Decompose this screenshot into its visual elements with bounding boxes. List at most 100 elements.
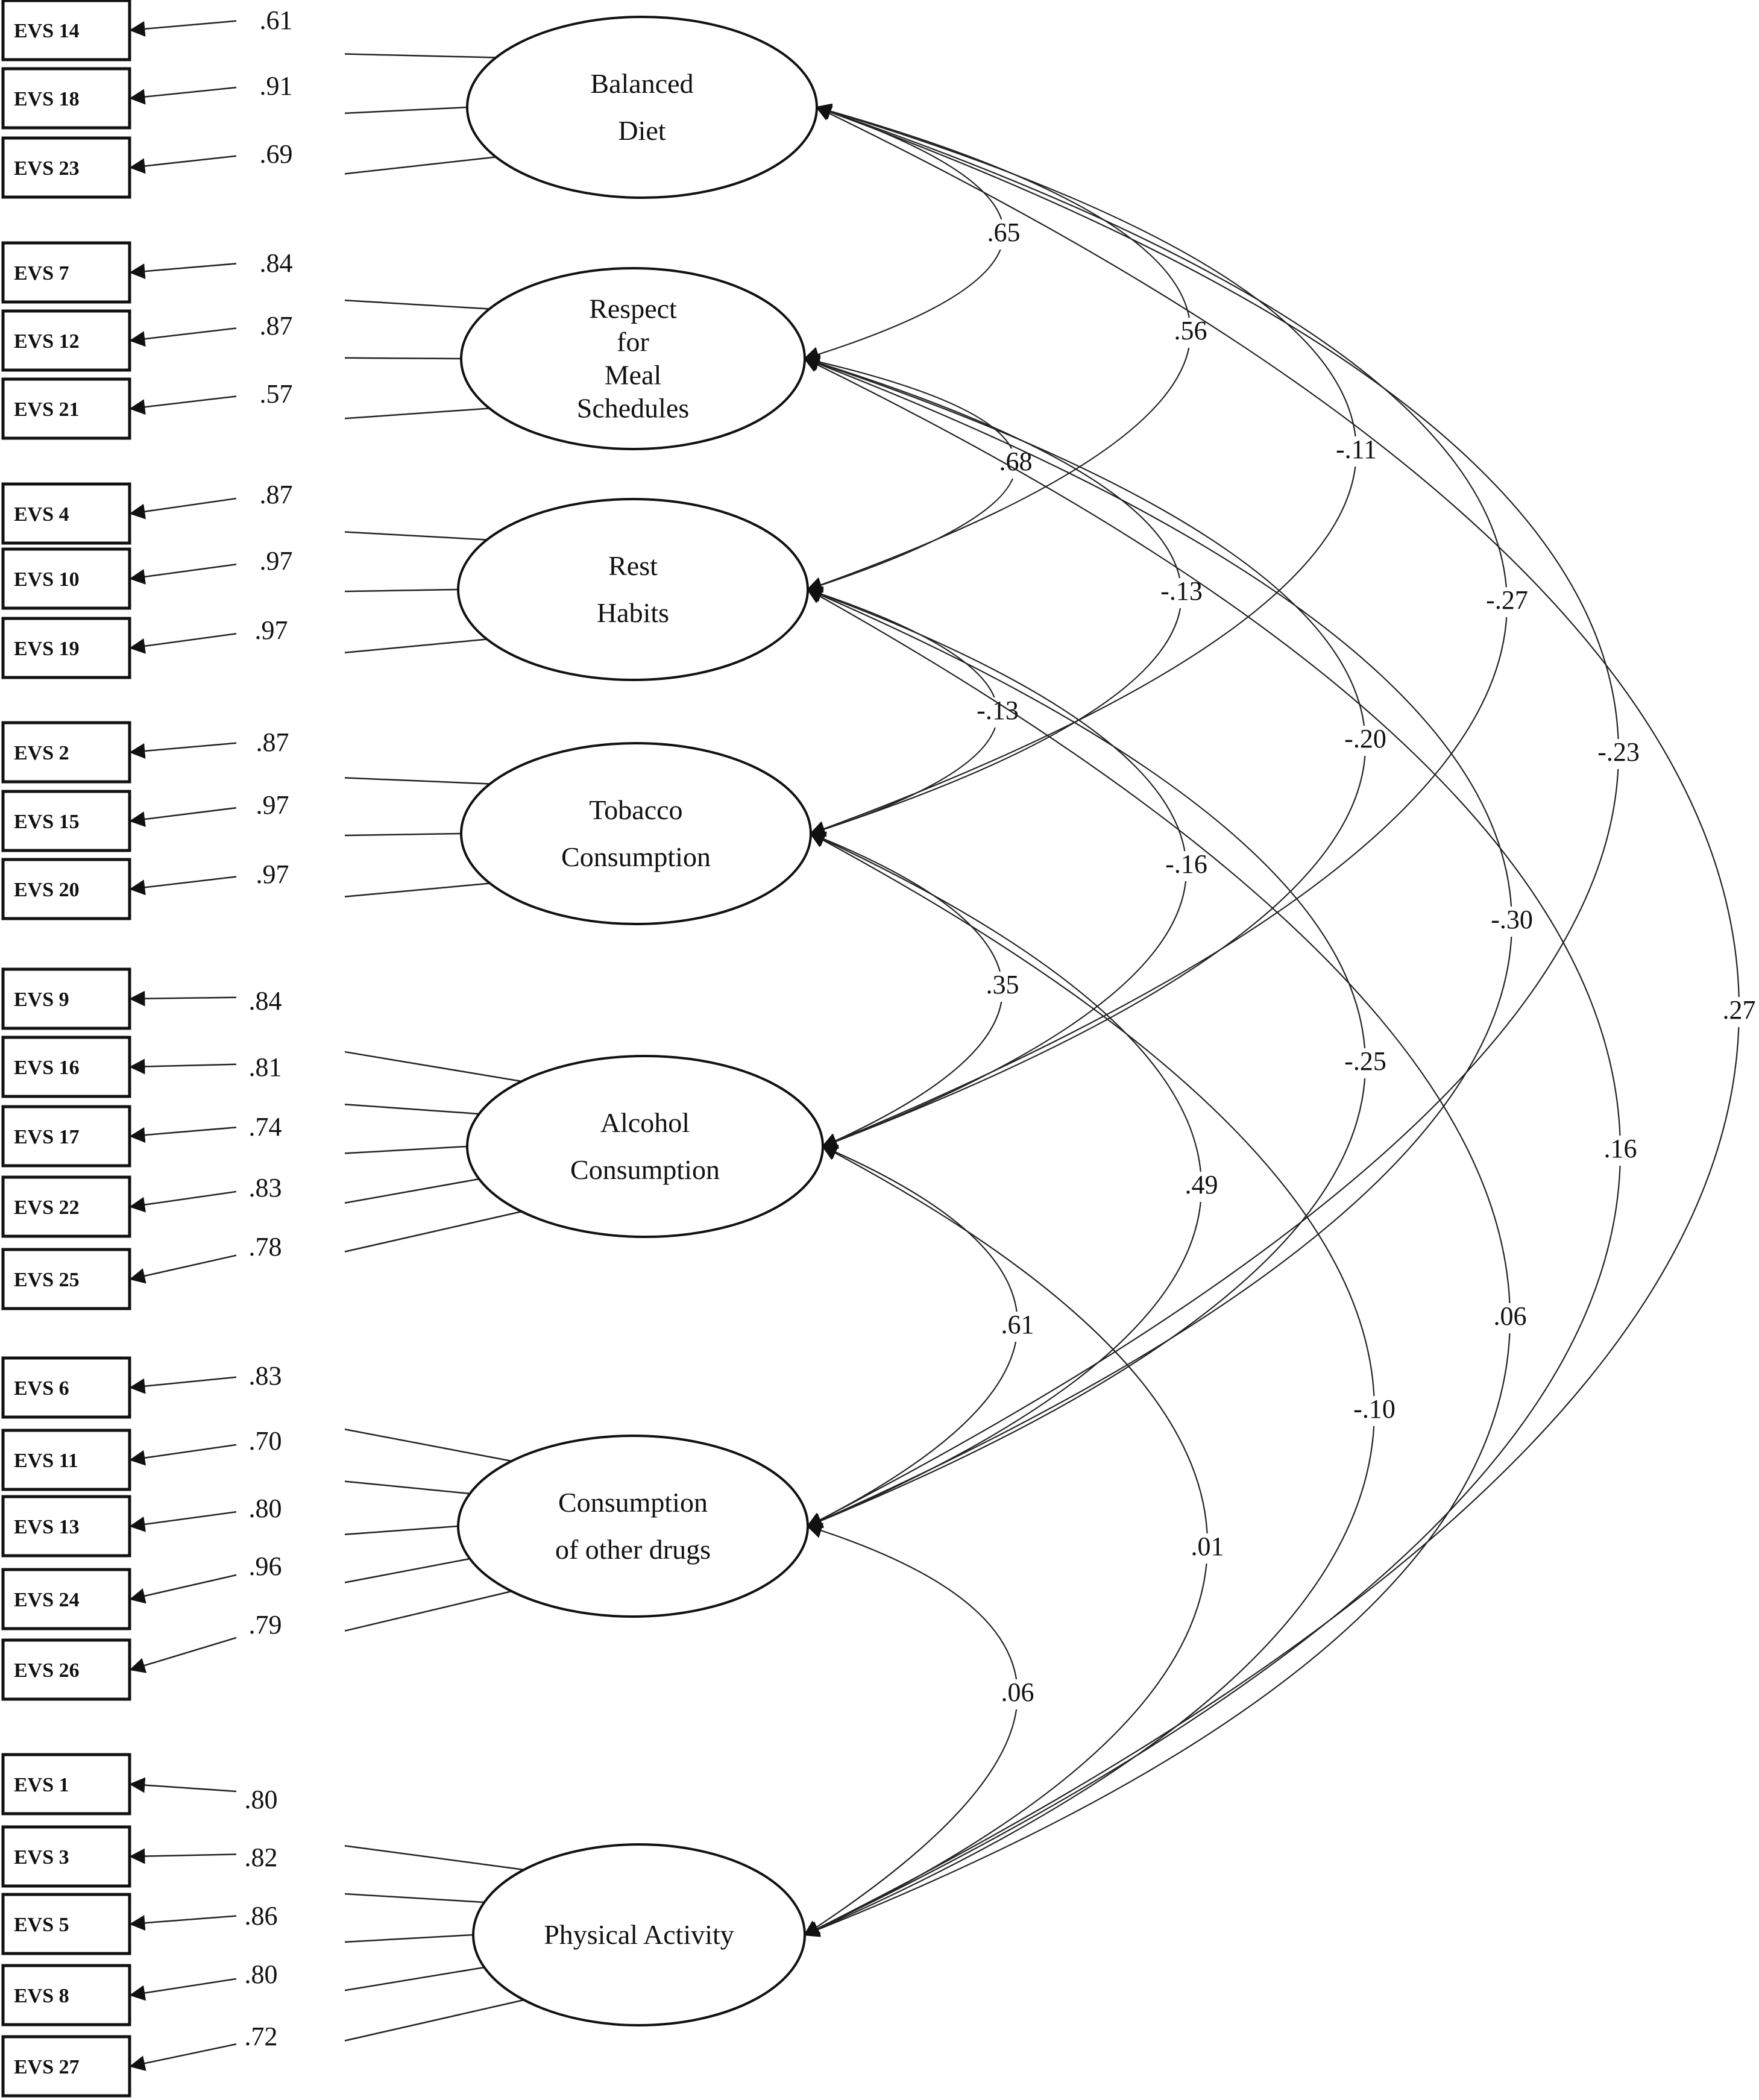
factor-label: Meal xyxy=(605,360,662,391)
loading-value: .57 xyxy=(260,379,293,409)
correlation-label-background xyxy=(1484,907,1540,937)
correlation-arc xyxy=(806,1145,1019,1527)
correlation-value: -.13 xyxy=(1160,576,1203,606)
observed-item: EVS 10 xyxy=(1,547,131,610)
loading-value: .97 xyxy=(256,790,289,820)
correlation-arc xyxy=(803,356,1513,1528)
loading-path xyxy=(344,357,462,360)
loading-path xyxy=(344,1178,479,1204)
loading-value: .97 xyxy=(256,860,289,889)
correlation-arc xyxy=(803,355,1182,837)
observed-item: EVS 13 xyxy=(1,1495,131,1558)
loading-value: .80 xyxy=(245,1785,278,1814)
loading-path xyxy=(344,1480,470,1495)
item-box xyxy=(1,1495,131,1558)
correlation-value: .01 xyxy=(1191,1532,1224,1561)
item-box xyxy=(1,967,131,1030)
item-label: EVS 12 xyxy=(14,330,80,353)
correlation-label-background xyxy=(1482,1303,1538,1333)
loading-value: .84 xyxy=(260,248,293,278)
item-label: EVS 4 xyxy=(14,503,69,526)
item-label: EVS 7 xyxy=(14,262,69,285)
loading-value: .96 xyxy=(249,1551,282,1581)
loading-path xyxy=(344,1210,522,1253)
item-box xyxy=(1,1036,131,1098)
loading-value: .79 xyxy=(249,1610,282,1639)
item-label: EVS 26 xyxy=(14,1659,80,1682)
factor-label: Diet xyxy=(618,115,666,146)
factor-label: Alcohol xyxy=(600,1107,690,1138)
loading-value: .84 xyxy=(249,986,282,1016)
factor-ellipse xyxy=(460,267,806,450)
item-label: EVS 16 xyxy=(14,1057,80,1079)
observed-item: EVS 17 xyxy=(1,1105,131,1168)
item-label: EVS 21 xyxy=(14,398,80,421)
correlation-value: -.10 xyxy=(1353,1394,1396,1424)
correlation-value: -.30 xyxy=(1491,905,1533,934)
factor-label: Habits xyxy=(597,597,669,628)
loading-value: .81 xyxy=(249,1052,282,1082)
correlation-value: .56 xyxy=(1174,316,1207,345)
loading-arrow xyxy=(129,1190,237,1213)
loading-path xyxy=(344,1525,459,1535)
loading-arrow xyxy=(129,806,237,828)
correlation-arc xyxy=(806,588,1366,1529)
correlation-arc xyxy=(806,586,1188,1149)
loading-arrow xyxy=(129,327,237,347)
correlation-value: -.23 xyxy=(1597,737,1640,767)
correlation-label-background xyxy=(1180,1533,1235,1564)
observed-item: EVS 12 xyxy=(1,309,131,372)
loading-value: .82 xyxy=(245,1843,278,1872)
correlation-value: .65 xyxy=(987,218,1021,247)
observed-item: EVS 18 xyxy=(1,67,131,130)
loading-arrow xyxy=(129,1978,237,2001)
loading-path xyxy=(344,1844,524,1871)
correlation-label-background xyxy=(988,448,1043,479)
correlation-arc xyxy=(803,354,1017,593)
item-box xyxy=(1,790,131,852)
correlation-arc xyxy=(803,356,1367,1149)
item-label: EVS 2 xyxy=(14,742,69,764)
observed-item: EVS 5 xyxy=(1,1893,131,1955)
observed-item: EVS 19 xyxy=(1,617,131,679)
factor-loadings: .61.91.69.84.87.57.87.97.97.87.97.97.84.… xyxy=(129,5,524,2071)
loading-arrow xyxy=(129,633,237,654)
correlation-arc xyxy=(806,586,999,837)
loading-path xyxy=(344,1999,524,2042)
item-box xyxy=(1,1175,131,1238)
loading-path xyxy=(344,1893,485,1904)
factor-label: Tobacco xyxy=(589,794,682,825)
observed-item: EVS 7 xyxy=(1,241,131,304)
item-box xyxy=(1,377,131,440)
correlation-label-background xyxy=(1479,587,1535,617)
loading-arrow xyxy=(129,990,237,1007)
observed-item: EVS 9 xyxy=(1,967,131,1030)
observed-item: EVS 25 xyxy=(1,1248,131,1310)
item-label: EVS 5 xyxy=(14,1914,69,1936)
loading-value: .97 xyxy=(255,615,288,645)
factor-label: Consumption xyxy=(561,841,711,872)
loading-value: .86 xyxy=(245,1901,278,1931)
loading-path xyxy=(344,156,496,175)
observed-item: EVS 23 xyxy=(1,136,131,199)
item-box xyxy=(1,1356,131,1419)
correlation-label-background xyxy=(1711,997,1759,1027)
correlation-label-background xyxy=(975,972,1030,1002)
observed-item: EVS 24 xyxy=(1,1568,131,1630)
correlation-arc xyxy=(806,103,1191,593)
correlation-value: .06 xyxy=(1001,1677,1034,1707)
item-box xyxy=(1,1248,131,1310)
item-box xyxy=(1,721,131,784)
observed-item: EVS 16 xyxy=(1,1036,131,1098)
loading-path xyxy=(344,1934,474,1943)
correlation-label-background xyxy=(1329,436,1384,467)
observed-item: EVS 14 xyxy=(1,0,131,61)
factor-physical-activity: Physical Activity xyxy=(472,1843,806,2026)
item-label: EVS 14 xyxy=(14,20,80,42)
item-box xyxy=(1,858,131,920)
correlation-value: -.13 xyxy=(977,696,1019,725)
loading-value: .91 xyxy=(260,71,293,101)
item-label: EVS 22 xyxy=(14,1196,80,1219)
loading-path xyxy=(344,882,490,898)
loading-value: .80 xyxy=(245,1960,278,1989)
